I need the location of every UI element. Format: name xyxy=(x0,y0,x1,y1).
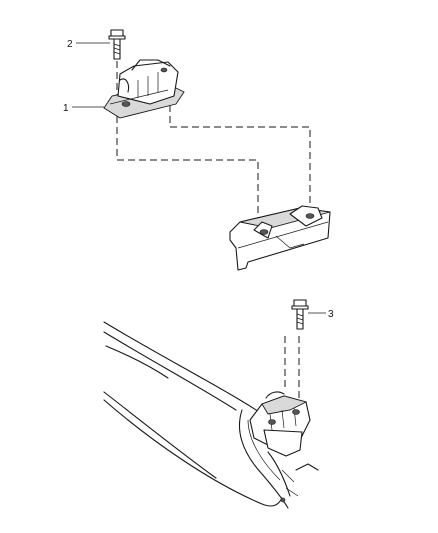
lower-guide-lines xyxy=(284,336,300,398)
callout-number: 2 xyxy=(67,39,73,50)
frame-bracket xyxy=(229,205,331,271)
bolt-lower xyxy=(291,299,309,330)
vehicle-fender xyxy=(103,321,319,509)
engine-mount-upper xyxy=(103,59,185,119)
engine-mount-installed xyxy=(249,391,311,457)
leader-lines xyxy=(72,42,326,314)
callout-number: 3 xyxy=(328,309,334,320)
callout-number: 1 xyxy=(63,103,69,114)
bolt-upper xyxy=(108,29,126,60)
